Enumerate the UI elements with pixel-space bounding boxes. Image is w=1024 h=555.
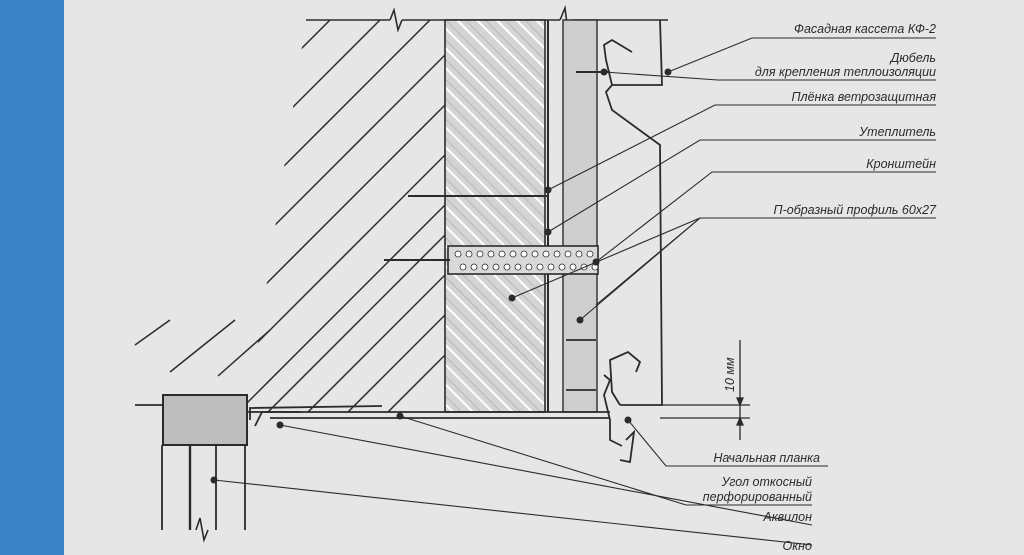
slope-corner: [248, 405, 610, 427]
label-cassette: Фасадная кассета КФ-2: [794, 22, 936, 36]
left-accent-bar: [0, 0, 64, 555]
perforation-hole: [498, 250, 506, 258]
perforation-hole: [459, 263, 467, 271]
label-start-strip: Начальная планка: [713, 451, 820, 465]
perforation-hole: [558, 263, 566, 271]
bracket-zone: [562, 19, 598, 413]
label-corner-1: Угол откосный: [721, 475, 812, 489]
label-insulation: Утеплитель: [858, 125, 936, 139]
perforation-hole: [470, 263, 478, 271]
dimension-label: 10 мм: [723, 357, 737, 392]
label-dowel-1: Дюбель: [889, 51, 936, 65]
wall-hatching-lower: [134, 319, 271, 377]
perforation-hole: [509, 250, 517, 258]
leader-dots: [210, 68, 672, 484]
wall-hatching: [199, 20, 445, 412]
perforation-hole: [547, 263, 555, 271]
insulation-block: [444, 19, 546, 413]
window-frame: [135, 394, 248, 543]
perforation-hole: [465, 250, 473, 258]
perforation-hole: [536, 263, 544, 271]
facade-section-drawing: 10 мм Фасадная кассета КФ-2 Дюбель для к…: [64, 0, 1024, 555]
dimension-10mm: [660, 340, 750, 440]
perforation-hole: [586, 250, 594, 258]
label-corner-2: перфорированный: [703, 490, 812, 504]
cassette-profile: [566, 19, 663, 464]
perforation-hole: [487, 250, 495, 258]
leader-lines: [213, 37, 936, 546]
label-film: Плёнка ветрозащитная: [792, 90, 937, 104]
label-akvilon: Аквилон: [762, 510, 812, 524]
perforation-hole: [503, 263, 511, 271]
label-profile: П-образный профиль 60х27: [774, 203, 938, 217]
perforation-hole: [564, 250, 572, 258]
perforation-hole: [520, 250, 528, 258]
label-window: Окно: [783, 539, 813, 553]
perforation-hole: [569, 263, 577, 271]
perforation-hole: [525, 263, 533, 271]
section-drawing-svg: 10 мм Фасадная кассета КФ-2 Дюбель для к…: [134, 4, 938, 553]
label-bracket: Кронштейн: [866, 157, 936, 171]
perforation-hole: [542, 250, 550, 258]
label-dowel-2: для крепления теплоизоляции: [755, 65, 936, 79]
perforation-hole: [553, 250, 561, 258]
perforated-strip: [447, 245, 599, 275]
perforation-hole: [531, 250, 539, 258]
perforation-hole: [514, 263, 522, 271]
perforation-hole: [492, 263, 500, 271]
perforation-hole: [481, 263, 489, 271]
perforation-hole: [476, 250, 484, 258]
perforation-hole: [454, 250, 462, 258]
perforation-hole: [575, 250, 583, 258]
